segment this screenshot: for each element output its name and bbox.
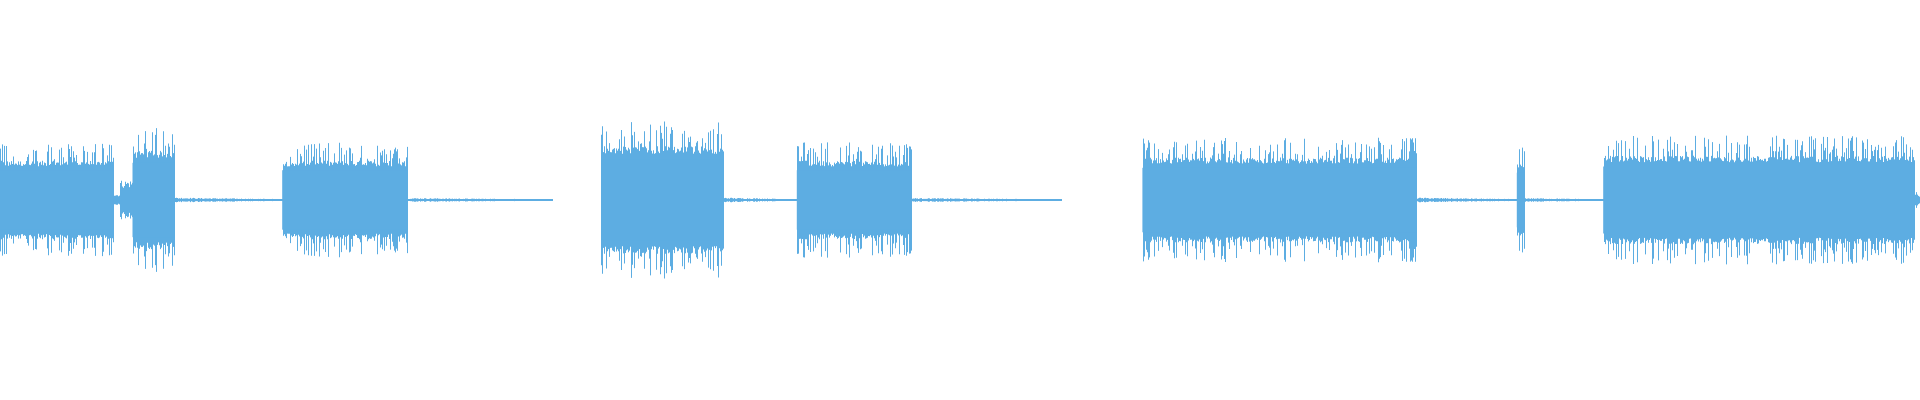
waveform-segment-core	[282, 170, 407, 230]
waveform-segment-core	[1603, 166, 1915, 234]
waveform-segment-core	[1142, 167, 1417, 233]
waveform-segment-core	[1516, 172, 1525, 228]
waveform-segment-core	[796, 170, 912, 230]
waveform-segment-core	[601, 159, 724, 241]
waveform-segment-core	[0, 170, 114, 230]
waveform-segment-core	[132, 162, 175, 238]
waveform-bars	[0, 121, 1920, 279]
